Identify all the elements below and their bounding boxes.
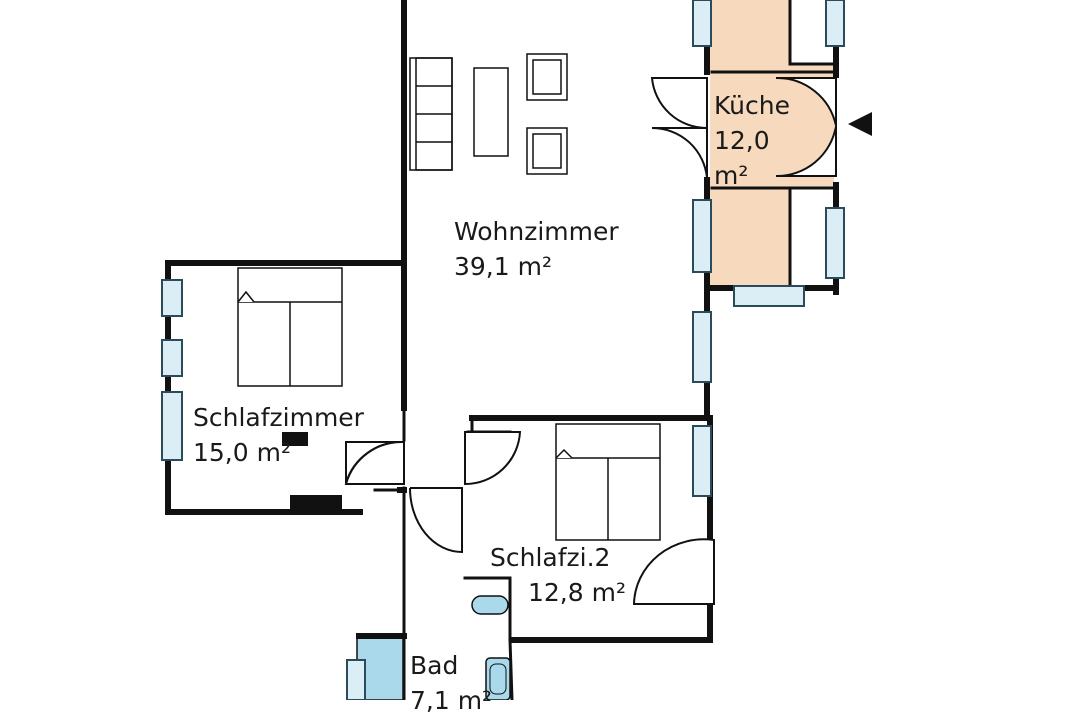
room-area-schlafzimmer: 15,0 m²	[193, 438, 291, 467]
toilet	[485, 657, 511, 700]
room-area-unit-kueche: m²	[714, 161, 749, 190]
room-name-schlafzimmer: Schlafzimmer	[193, 403, 364, 432]
radiator-bedroom-lower	[290, 495, 342, 515]
room-label-wohnzimmer: Wohnzimmer 39,1 m²	[454, 214, 619, 284]
room-name-wohnzimmer: Wohnzimmer	[454, 217, 619, 246]
room-area-bad: 7,1 m²	[410, 686, 493, 715]
living-room-furniture	[409, 53, 568, 175]
room-label-schlafzimmer: Schlafzimmer 15,0 m²	[193, 400, 364, 470]
coffee-table	[473, 67, 509, 157]
washbasin	[471, 595, 509, 615]
room-name-bad: Bad	[410, 651, 459, 680]
room-area-value-kueche: 12,0	[714, 126, 770, 155]
floor-plan	[161, 0, 872, 700]
windows	[161, 0, 845, 700]
doors	[344, 76, 837, 605]
inner-walls	[373, 0, 838, 700]
room-area-schlafzi2: 12,8 m²	[528, 578, 626, 607]
room-name-kueche: Küche	[714, 91, 790, 120]
room-label-bad: Bad 7,1 m²	[410, 648, 492, 718]
beds	[237, 267, 661, 541]
room-label-kueche: Küche 12,0 m²	[714, 88, 790, 193]
room-label-schlafzi2: Schlafzi.2 12,8 m²	[490, 540, 626, 610]
room-name-schlafzi2: Schlafzi.2	[490, 543, 611, 572]
room-area-wohnzimmer: 39,1 m²	[454, 252, 552, 281]
entrance-arrow-icon	[848, 112, 872, 136]
radiator-bedroom	[282, 432, 308, 446]
